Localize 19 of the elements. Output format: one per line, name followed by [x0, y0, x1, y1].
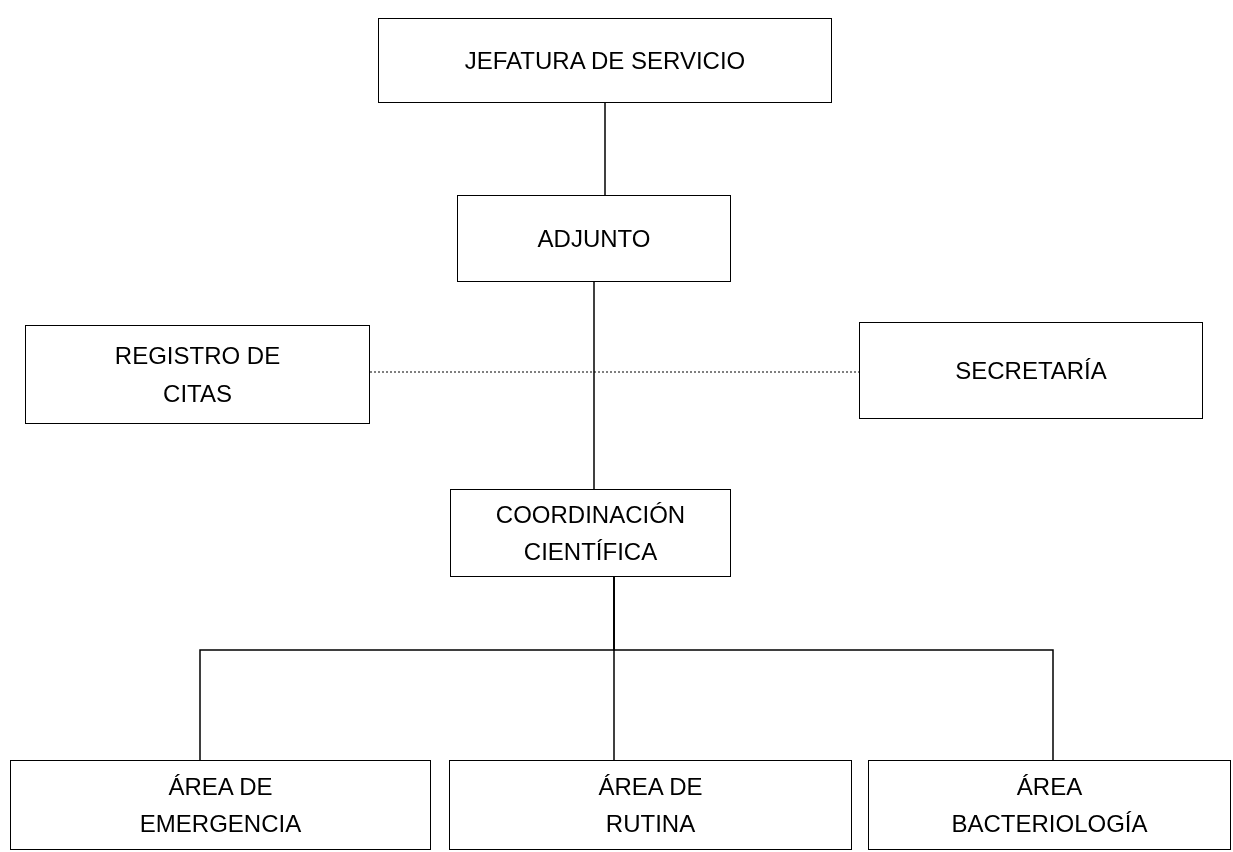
- org-box: [868, 760, 1231, 850]
- org-box: [457, 195, 731, 282]
- connector-line: [593, 281, 595, 490]
- box-label: ÁREA DE RUTINA: [597, 771, 704, 839]
- box-label: ADJUNTO: [537, 223, 651, 254]
- box-label: ÁREA BACTERIOLOGÍA: [950, 771, 1149, 839]
- box-label: COORDINACIÓN CIENTÍFICA: [494, 499, 687, 567]
- box-label: SECRETARÍA: [955, 355, 1107, 386]
- box-label: ÁREA DE EMERGENCIA: [138, 771, 303, 839]
- org-box: [25, 325, 370, 424]
- connector-line: [613, 576, 1054, 761]
- connector-line: [604, 102, 606, 196]
- org-box: [450, 489, 731, 577]
- org-box: [859, 322, 1203, 419]
- box-label: JEFATURA DE SERVICIO: [464, 45, 746, 76]
- org-box: [449, 760, 852, 850]
- org-box: [10, 760, 431, 850]
- org-box: [378, 18, 832, 103]
- box-label: REGISTRO DE CITAS: [113, 341, 282, 409]
